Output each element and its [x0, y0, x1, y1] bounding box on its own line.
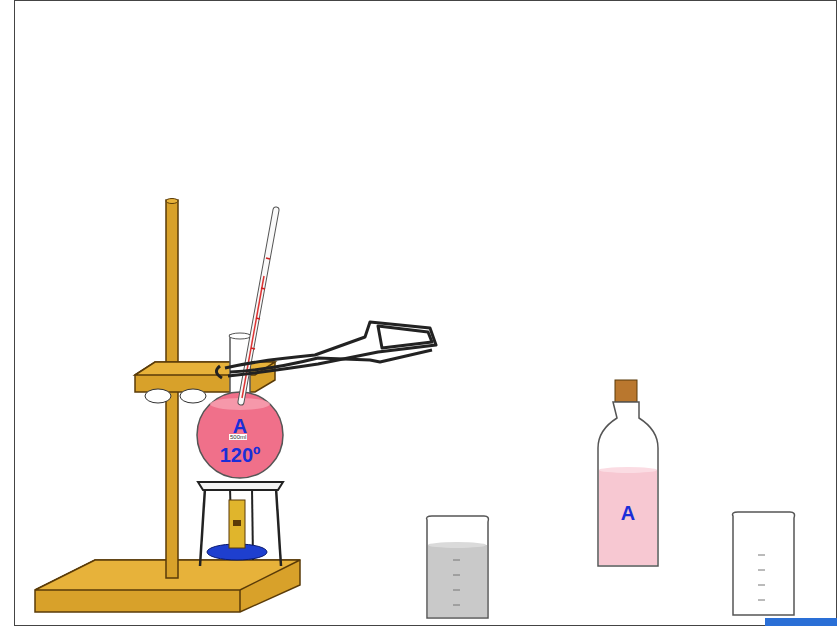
substance-letter: A: [621, 503, 635, 524]
bottle-node: A: [600, 492, 656, 534]
temperature-label: 120º: [220, 445, 261, 466]
flask-node: A120º: [197, 406, 283, 476]
volume-mark: 500ml: [229, 434, 247, 440]
